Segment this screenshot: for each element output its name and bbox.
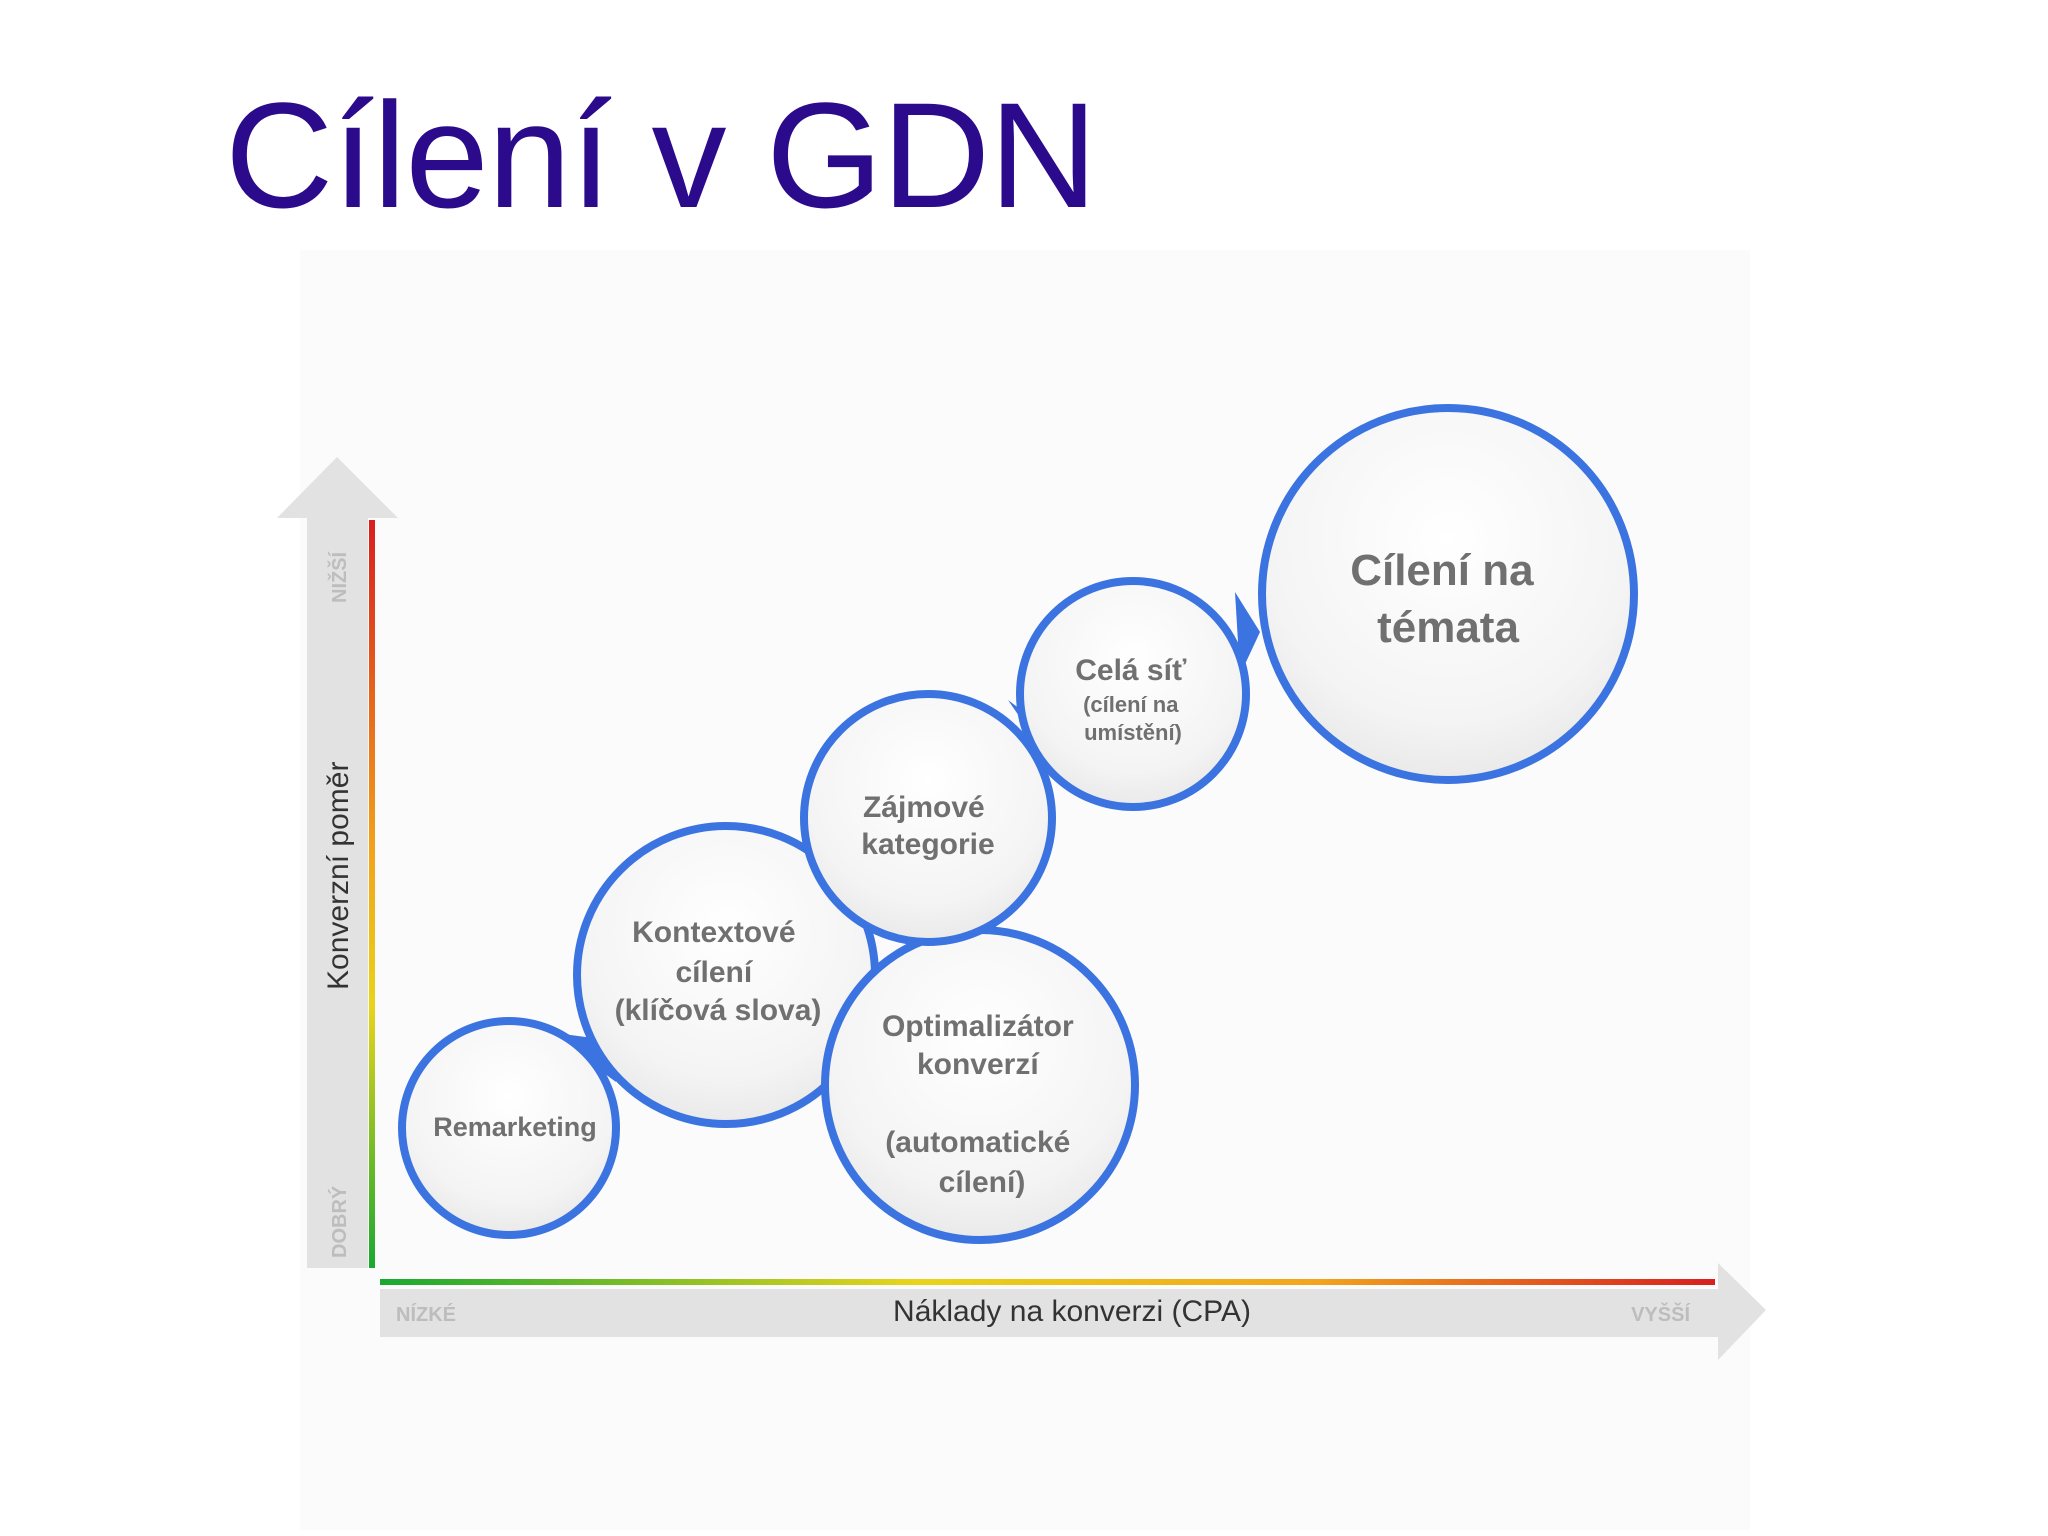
x-axis-left-label: NÍZKÉ: [396, 1303, 456, 1326]
bubble-optimalizator-line-4: (automatické: [885, 1126, 1070, 1159]
bubble-temata-text: Cílení na témata: [1350, 546, 1546, 652]
bubble-remarketing-label: Remarketing: [433, 1112, 597, 1142]
bubble-optimalizator-text: Optimalizátor konverzí (automatické cíle…: [882, 1010, 1082, 1199]
y-axis-bottom-label: DOBRÝ: [327, 1185, 351, 1258]
bubble-remarketing: Remarketing: [398, 1017, 620, 1239]
y-axis-arrow: [277, 457, 398, 1268]
bubble-optimalizator-line-2: konverzí: [917, 1048, 1040, 1081]
bubble-kontextove-line-3: (klíčová slova): [615, 994, 822, 1027]
x-axis-right-label: VYŠŠÍ: [1631, 1302, 1690, 1326]
bubble-zajmove: Zájmové kategorie: [800, 690, 1056, 946]
bubble-temata-line-1: Cílení na: [1350, 546, 1534, 595]
bubble-kontextove-line-1: Kontextové: [632, 916, 795, 949]
bubble-kontextove: Kontextové cílení (klíčová slova): [573, 822, 879, 1128]
x-axis-arrow: [380, 1263, 1766, 1360]
bubble-optimalizator-line-1: Optimalizátor: [882, 1010, 1074, 1043]
y-axis-top-label: NIŽŠÍ: [327, 551, 351, 603]
bubble-temata-line-2: témata: [1377, 603, 1519, 652]
bubble-zajmove-line-2: kategorie: [861, 828, 994, 861]
bubble-cela-sit-line-1: Celá síť: [1075, 654, 1187, 687]
bubble-optimalizator: Optimalizátor konverzí (automatické cíle…: [821, 926, 1139, 1244]
bubble-cela-sit-line-3: umístění): [1084, 720, 1182, 745]
bubble-cela-sit: Celá síť (cílení na umístění): [1016, 577, 1250, 811]
slide-title: Cílení v GDN: [225, 71, 1098, 239]
bubble-kontextove-text: Kontextové cílení (klíčová slova): [615, 916, 822, 1027]
y-axis-label: Konverzní poměr: [322, 762, 355, 990]
bubble-cela-sit-line-2: (cílení na: [1083, 692, 1179, 717]
x-axis-label: Náklady na konverzi (CPA): [893, 1295, 1251, 1328]
x-axis-gradient-line: [380, 1279, 1715, 1285]
bubble-cela-sit-text: Celá síť (cílení na umístění): [1075, 654, 1191, 745]
bubble-zajmove-text: Zájmové kategorie: [861, 791, 994, 861]
bubble-zajmove-line-1: Zájmové: [863, 791, 985, 824]
bubble-optimalizator-line-5: cílení): [939, 1166, 1026, 1199]
bubble-kontextove-line-2: cílení: [675, 956, 753, 989]
bubble-temata: Cílení na témata: [1258, 404, 1638, 784]
y-axis-gradient-line: [369, 520, 375, 1268]
